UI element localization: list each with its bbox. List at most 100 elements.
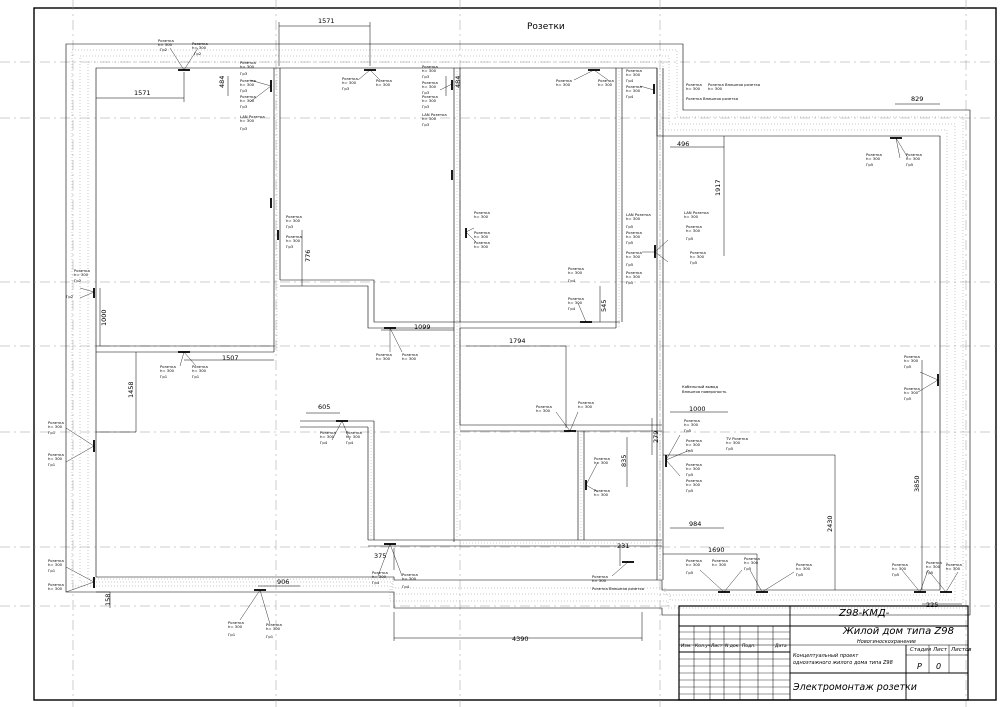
dim-225: 225 [926,601,938,609]
socket-group: Гр4 [372,580,380,585]
col-header-ndok: N док. [725,644,740,649]
socket-label: Розетка [904,354,920,359]
socket-label: Розетка [626,270,642,275]
socket-label: Розетка [626,230,642,235]
socket-group: Гр5 [686,472,694,477]
socket-label: Розетка [568,296,584,301]
socket-label: Розетка [946,562,962,567]
socket-label: Розетка [376,78,392,83]
socket-height: h= 300 [626,274,641,279]
col-header-list: Лист [711,644,723,649]
socket-label: Розетка [48,558,64,563]
socket-height: h= 300 [192,368,207,373]
socket-label: Розетка [372,570,388,575]
socket-label: Розетка [240,94,256,99]
socket-height: h= 300 [946,566,961,571]
socket-group: Гр5 [726,446,734,451]
socket-height: h= 300 [598,82,613,87]
socket-height: h= 300 [402,356,417,361]
socket-height: h= 300 [568,270,583,275]
socket-height: h= 300 [240,98,255,103]
socket-height: h= 300 [402,576,417,581]
socket-group: Гр4 [568,306,576,311]
socket-height: h= 300 [286,238,301,243]
socket-height: h= 300 [892,566,907,571]
socket-group: Гр1 [160,374,168,379]
socket-group: Гр2 [66,294,74,299]
socket-height: h= 300 [626,72,641,77]
socket-label: Розетка [158,38,174,43]
dim-158: 158 [104,594,112,606]
socket-height: h= 300 [158,42,173,47]
socket-height: h= 300 [474,244,489,249]
dim-1794: 1794 [509,337,526,345]
socket-label: Розетка [712,558,728,563]
socket-group: Гр3 [342,86,350,91]
socket-height: h= 300 [592,578,607,583]
socket-label: Розетка [48,420,64,425]
col-header-podp: Подп. [742,644,756,649]
dim-906: 906 [277,578,289,586]
socket-label: Розетка [474,240,490,245]
socket-label: Розетка [376,352,392,357]
socket-label: Розетка [74,268,90,273]
socket-label: Розетка [626,250,642,255]
socket-label: Розетка [474,210,490,215]
socket-height: h= 300 [556,82,571,87]
col-header-izm: Изм. [681,644,692,649]
socket-height: h= 300 [240,64,255,69]
socket-label: Розетка [686,438,702,443]
socket-height: h= 300 [48,456,63,461]
socket-height: h= 300 [626,254,641,259]
socket-group: Гр2 [194,51,202,56]
socket-group: Гр3 [422,122,430,127]
socket-height: h= 300 [568,300,583,305]
socket-height: h= 300 [796,566,811,571]
dimension-texts: 1571 1571 484 484 829 496 1917 776 1000 … [100,17,938,643]
socket-group: Гр2 [74,278,82,283]
socket-label: Розетка [422,80,438,85]
socket-group: Гр4 [568,278,576,283]
socket-label: Розетка [160,364,176,369]
socket-height: h= 300 [626,234,641,239]
socket-label: Розетка [594,488,610,493]
dim-231: 231 [617,542,629,550]
socket-label: Розетка [892,562,908,567]
socket-group: Гр5 [796,572,804,577]
dim-1000-right: 1000 [689,405,706,413]
socket-label: Розетка [422,64,438,69]
socket-label: Розетка [904,386,920,391]
socket-group: Гр3 [240,126,248,131]
sheet-header: Лист [933,647,947,653]
outdoor-label: Розетка Внешняя розетка [592,586,644,591]
dim-1099: 1099 [414,323,431,331]
socket-height: h= 300 [160,368,175,373]
socket-label: Розетка [192,364,208,369]
socket-label: Розетка [684,418,700,423]
socket-height: h= 300 [726,440,741,445]
dim-484-left: 484 [218,76,226,88]
socket-label: Розетка [474,230,490,235]
dim-829: 829 [911,95,923,103]
socket-label: Розетка [320,430,336,435]
socket-group: Гр5 [926,570,934,575]
socket-group: Гр5 [626,262,634,267]
socket-label: Розетка [686,462,702,467]
socket-group: Гр3 [286,224,294,229]
socket-height: h= 300 [684,422,699,427]
socket-height: h= 300 [712,562,727,567]
sheet-value: 0 [936,662,942,671]
socket-marks [93,69,952,593]
project-place: Новогиноскохранение [857,639,916,645]
lan-label: LAN Розетка [626,212,651,217]
dim-776: 776 [304,250,312,262]
socket-height: h= 300 [906,156,921,161]
dim-484-right: 484 [454,76,462,88]
socket-height: h= 300 [266,626,281,631]
cable-out-label: Кабельный вывод [682,384,718,389]
outdoor-label: Розетка Внешняя розетка [686,96,738,101]
dim-1571-top: 1571 [318,17,335,25]
socket-group: Гр1 [192,374,200,379]
socket-label: Розетка [422,94,438,99]
